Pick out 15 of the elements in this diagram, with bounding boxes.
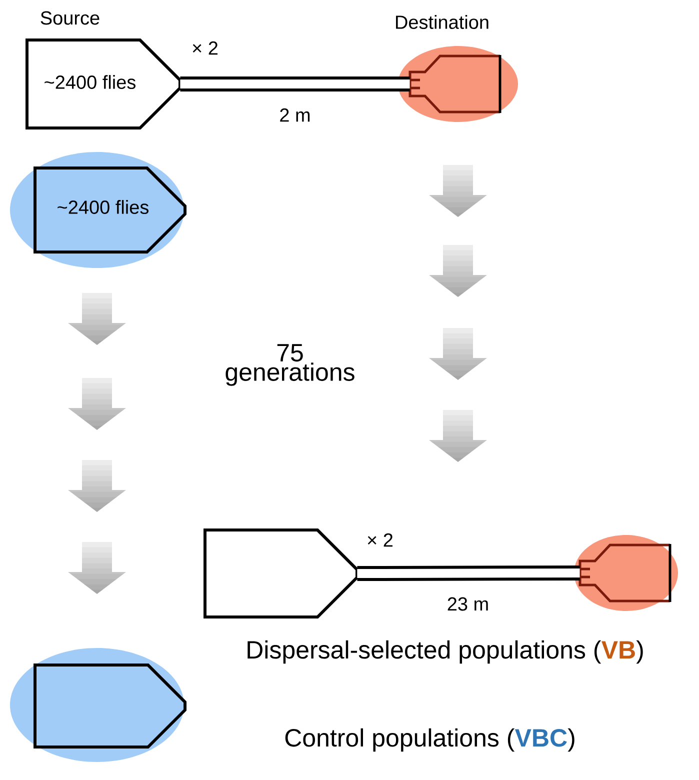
tube (180, 76, 410, 92)
heading: Source (40, 11, 100, 25)
container-drawing (10, 648, 186, 762)
container-drawing: ~2400 flies (10, 152, 186, 268)
edge-label: 2 m (280, 108, 310, 122)
caption: Control populations (VBC) (285, 728, 574, 752)
tube (357, 566, 580, 581)
edge-label: 23 m (448, 597, 488, 611)
container-drawing: ~2400 flies (26, 38, 182, 130)
count-label: × 2 (368, 533, 392, 547)
caption: Dispersal-selected populations (VB) (248, 640, 643, 664)
count-label: × 2 (192, 41, 218, 55)
generation-label: 75 generations (226, 344, 354, 386)
container-drawing (574, 535, 678, 611)
heading: Destination (396, 15, 488, 29)
